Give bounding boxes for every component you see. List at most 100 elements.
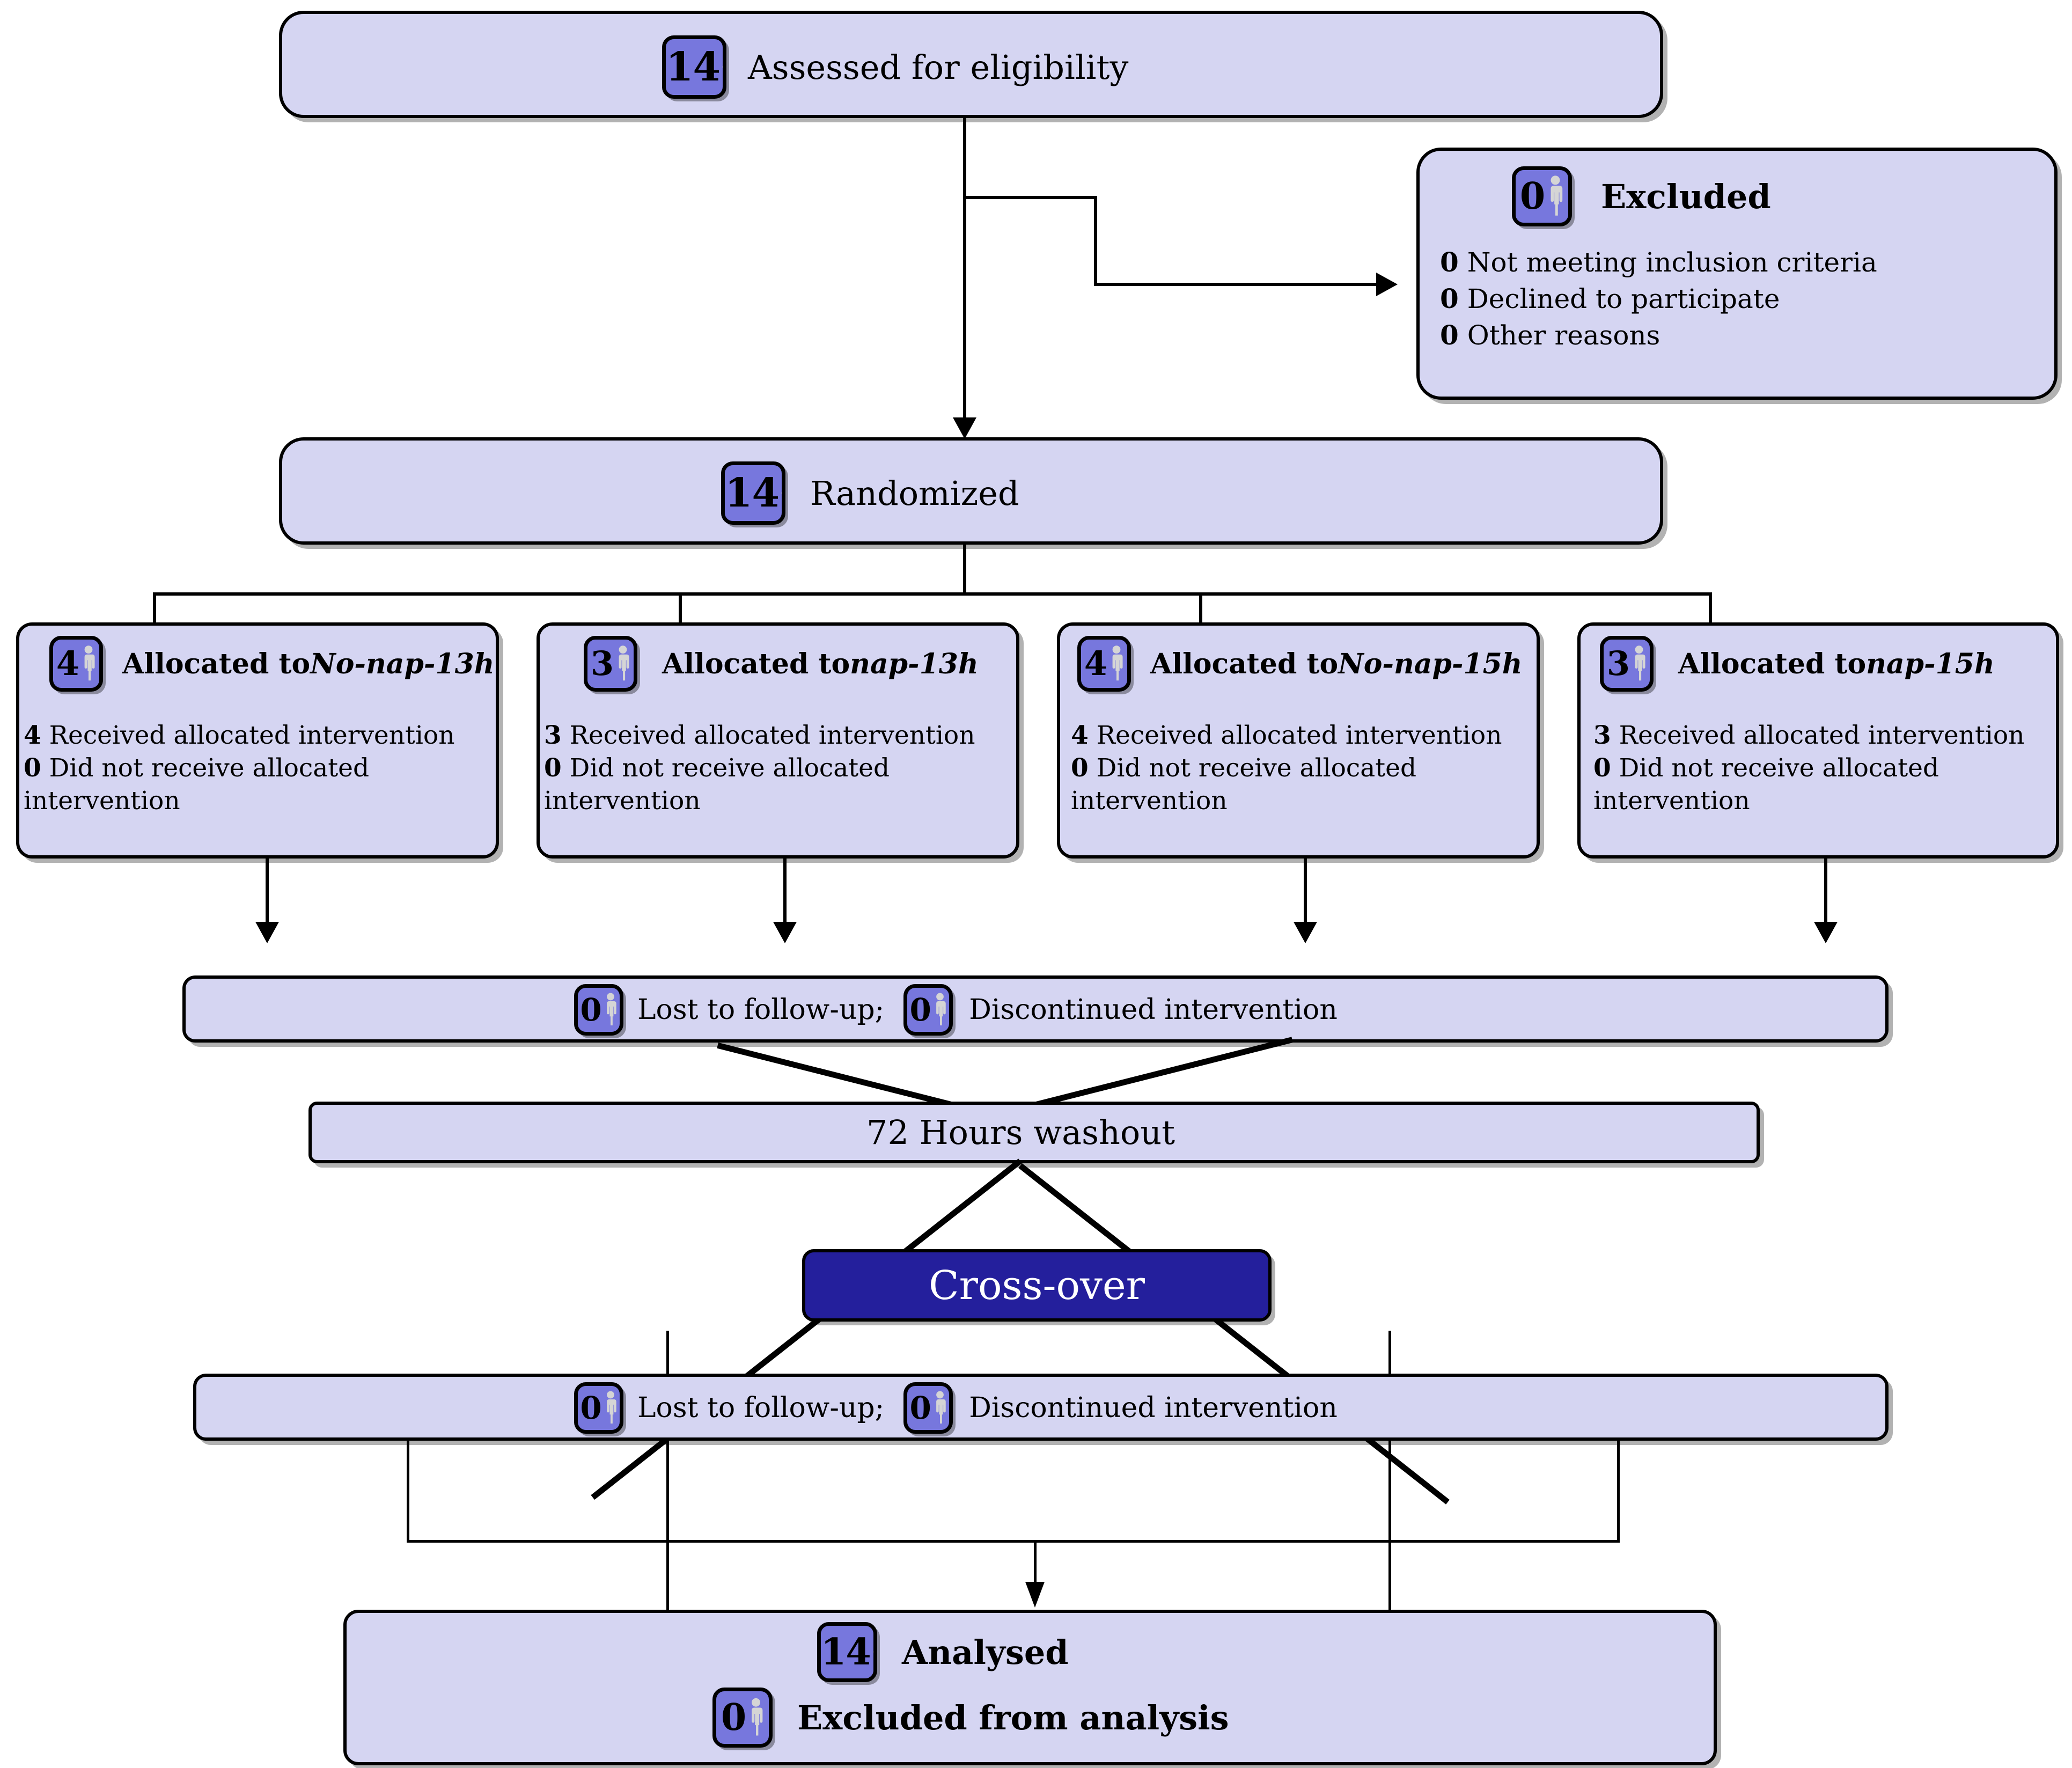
excluded-reason-item: 0 Other reasons <box>1440 317 2041 354</box>
assessed-for-eligibility-row: 14 Assessed for eligibility <box>662 35 1128 99</box>
connector-u-left-leg <box>407 1441 409 1543</box>
excluded-count: 0 <box>1519 175 1545 218</box>
lost-to-followup-count: 0 <box>580 992 601 1028</box>
allocation-count-badge: 3 <box>1600 636 1654 692</box>
person-icon <box>619 645 629 681</box>
allocation-box-3 <box>1577 622 2059 859</box>
allocation-label-prefix: Allocated to <box>1150 647 1339 680</box>
analysed-label: Analysed <box>902 1632 1069 1672</box>
allocation-count-badge: 4 <box>1077 636 1131 692</box>
connector-diverge-right <box>1018 1163 1450 1505</box>
connector-alloc0-down <box>266 859 269 934</box>
allocation-received-text: Received allocated intervention <box>1619 721 2025 750</box>
analysed-count: 14 <box>821 1631 871 1674</box>
assessed-for-eligibility-box <box>279 11 1663 118</box>
person-icon <box>84 645 95 681</box>
lost-to-followup-text: Lost to follow-up; <box>637 1392 885 1424</box>
lost-to-followup-text: Lost to follow-up; <box>637 994 885 1026</box>
allocation-header-0: 4 Allocated to No-nap-13h <box>49 636 495 692</box>
allocation-not-received-line: 0 Did not receive allocated intervention <box>544 752 1000 817</box>
person-icon <box>936 1391 946 1424</box>
person-icon <box>1551 175 1563 216</box>
allocation-not-received-text: Did not receive allocated intervention <box>1593 753 1939 816</box>
allocation-header-3: 3 Allocated to nap-15h <box>1600 636 1995 692</box>
excluded-reason-item: 0 Not meeting inclusion criteria <box>1440 244 2041 281</box>
randomized-count-badge: 14 <box>721 461 785 525</box>
assessed-label: Assessed for eligibility <box>748 47 1129 87</box>
excluded-reason-text: Declined to participate <box>1467 283 1780 314</box>
allocation-count: 4 <box>56 644 79 683</box>
connector-alloc1-down <box>783 859 787 934</box>
allocation-not-received-line: 0 Did not receive allocated intervention <box>24 752 480 817</box>
allocation-received-line: 4 Received allocated intervention <box>1071 719 1527 752</box>
allocation-group-name: No-nap-15h <box>1338 647 1523 680</box>
allocation-label-prefix: Allocated to <box>122 647 311 680</box>
followup-bar-period1 <box>182 975 1889 1043</box>
arrow-into-analysed <box>1025 1582 1045 1608</box>
lost-to-followup-count: 0 <box>580 1390 601 1426</box>
allocation-header-1: 3 Allocated to nap-13h <box>584 636 979 692</box>
connector-u-center-drop <box>1034 1540 1037 1599</box>
excluded-label: Excluded <box>1601 177 1771 216</box>
washout-box <box>308 1102 1760 1163</box>
person-icon <box>752 1698 763 1736</box>
allocation-received-line: 3 Received allocated intervention <box>1593 719 2049 752</box>
followup-period1-row: 0 Lost to follow-up; 0 Discontinued inte… <box>574 981 1338 1039</box>
excluded-reason-text: Other reasons <box>1467 320 1660 351</box>
assessed-count-badge: 14 <box>662 35 726 99</box>
connector-u-bottom <box>407 1540 1620 1543</box>
connector-to-excluded-h1 <box>963 196 1097 199</box>
connector-crossover-right-drop <box>1388 1331 1391 1642</box>
connector-drop-arm2 <box>679 592 682 625</box>
allocation-not-received-count: 0 <box>1593 753 1611 783</box>
allocation-not-received-count: 0 <box>1071 753 1089 783</box>
discontinued-badge-2: 0 <box>903 1382 953 1434</box>
excluded-reason-item: 0 Declined to participate <box>1440 281 2041 317</box>
connector-drop-arm4 <box>1709 592 1712 625</box>
allocation-received-count: 3 <box>1593 721 1611 750</box>
arrow-alloc2-down <box>1294 922 1317 943</box>
excluded-reason-count: 0 <box>1440 319 1459 351</box>
randomized-label: Randomized <box>810 473 1019 513</box>
allocation-label-prefix: Allocated to <box>662 647 850 680</box>
allocation-group-name: nap-15h <box>1866 647 1995 680</box>
arrow-alloc1-down <box>773 922 797 943</box>
arrow-alloc0-down <box>255 922 279 943</box>
allocation-details-1: 3 Received allocated intervention 0 Did … <box>544 719 1000 817</box>
discontinued-text: Discontinued intervention <box>969 994 1338 1026</box>
randomized-row: 14 Randomized <box>721 461 1019 525</box>
connector-diverge-left <box>591 1158 1022 1500</box>
allocation-not-received-line: 0 Did not receive allocated intervention <box>1593 752 2049 817</box>
connector-assessed-to-randomized <box>963 118 966 432</box>
discontinued-badge-1: 0 <box>903 984 953 1036</box>
allocation-count: 4 <box>1084 644 1107 683</box>
allocation-not-received-text: Did not receive allocated intervention <box>1071 753 1417 816</box>
excluded-reason-count: 0 <box>1440 283 1459 314</box>
person-icon <box>1635 645 1645 681</box>
randomized-box <box>279 437 1663 545</box>
allocation-received-line: 3 Received allocated intervention <box>544 719 1000 752</box>
connector-to-excluded-v <box>1094 196 1097 286</box>
excluded-reason-text: Not meeting inclusion criteria <box>1467 247 1877 278</box>
connector-distributor-bar <box>153 592 1712 596</box>
lost-to-followup-badge-2: 0 <box>574 1382 623 1434</box>
allocation-not-received-count: 0 <box>544 753 562 783</box>
allocation-received-count: 4 <box>24 721 41 750</box>
allocation-header-2: 4 Allocated to No-nap-15h <box>1077 636 1523 692</box>
allocation-not-received-text: Did not receive allocated intervention <box>544 753 890 816</box>
excluded-from-analysis-count: 0 <box>721 1696 746 1739</box>
followup-period2-row: 0 Lost to follow-up; 0 Discontinued inte… <box>574 1379 1338 1437</box>
excluded-from-analysis-row: 0 Excluded from analysis <box>712 1688 1229 1748</box>
allocation-not-received-line: 0 Did not receive allocated intervention <box>1071 752 1527 817</box>
allocation-not-received-count: 0 <box>24 753 41 783</box>
allocation-not-received-text: Did not receive allocated intervention <box>24 753 370 816</box>
connector-u-right-leg <box>1617 1441 1620 1543</box>
randomized-count: 14 <box>725 470 780 516</box>
discontinued-count: 0 <box>909 1390 931 1426</box>
followup-bar-period2 <box>193 1374 1889 1441</box>
excluded-from-analysis-label: Excluded from analysis <box>797 1698 1229 1737</box>
allocation-count: 3 <box>1606 644 1630 683</box>
person-icon <box>781 492 782 494</box>
discontinued-count: 0 <box>909 992 931 1028</box>
